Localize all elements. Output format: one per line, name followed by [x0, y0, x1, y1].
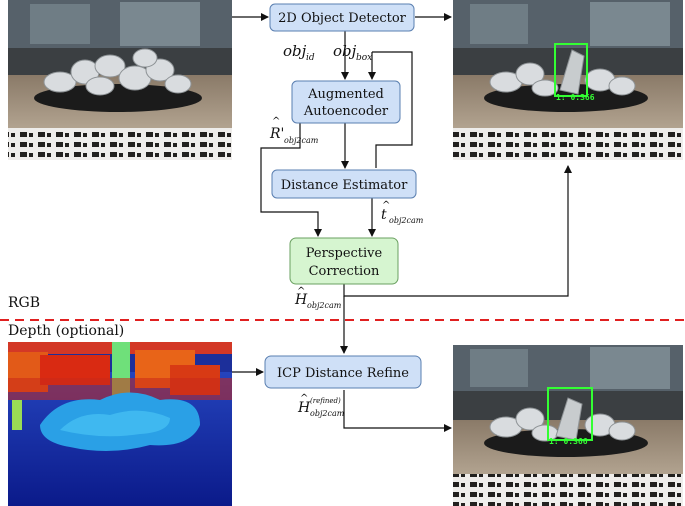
label-translation: ^ t obj2cam — [381, 200, 424, 225]
refined-pose-hat: ^ — [300, 393, 308, 404]
depth-label: Depth (optional) — [8, 323, 124, 339]
rgb-output-image: 1: 0.366 — [453, 0, 683, 160]
depth-input-image — [8, 342, 232, 506]
pose-base: H — [294, 292, 308, 308]
label-obj-id: obj id — [283, 42, 315, 63]
node-icp-label: ICP Distance Refine — [277, 366, 409, 381]
rotation-sub: obj2cam — [284, 136, 319, 145]
refined-pose-sup: (refined) — [310, 397, 341, 405]
rgb-label: RGB — [8, 295, 40, 311]
node-distance-estimator-label: Distance Estimator — [281, 178, 408, 193]
node-autoencoder-label-2: Autoencoder — [303, 104, 389, 119]
label-rotation: ^ R' obj2cam — [269, 116, 319, 145]
obj-id-base: obj — [283, 42, 307, 60]
detection-box — [554, 43, 588, 97]
node-distance-estimator: Distance Estimator — [271, 169, 417, 199]
node-icp-refine: ICP Distance Refine — [264, 355, 422, 389]
obj-box-sub: box — [356, 53, 372, 63]
obj-box-base: obj — [333, 42, 357, 60]
translation-sub: obj2cam — [389, 216, 424, 225]
node-perspective-label-1: Perspective — [306, 246, 383, 261]
edge-icp-to-output — [343, 390, 452, 432]
translation-hat: ^ — [382, 200, 390, 211]
pose-hat: ^ — [297, 286, 305, 297]
node-autoencoder-label-1: Augmented — [307, 87, 384, 102]
edge-pose-to-output — [343, 165, 572, 297]
label-refined-pose: ^ H (refined) obj2cam — [297, 393, 345, 418]
node-object-detector-label: 2D Object Detector — [278, 11, 407, 26]
refined-output-image: 1: 0.366 — [453, 345, 683, 506]
refined-detection-score: 1: 0.366 — [549, 437, 588, 446]
label-pose: ^ H obj2cam — [294, 286, 342, 310]
refined-pose-sub: obj2cam — [310, 409, 345, 418]
detection-score: 1: 0.366 — [556, 93, 595, 102]
node-augmented-autoencoder: Augmented Autoencoder — [291, 80, 401, 124]
label-obj-box: obj box — [333, 42, 372, 63]
rotation-base: R' — [269, 126, 284, 142]
rotation-hat: ^ — [272, 116, 280, 127]
refined-pose-base: H — [297, 400, 311, 416]
rgb-input-image — [8, 0, 232, 160]
pose-sub: obj2cam — [307, 301, 342, 310]
node-perspective-label-2: Correction — [309, 264, 380, 279]
refined-detection-box — [547, 387, 593, 441]
node-object-detector: 2D Object Detector — [269, 3, 415, 32]
edge-rotation-to-perspective — [260, 123, 322, 237]
translation-base: t — [381, 207, 387, 223]
node-perspective-correction: Perspective Correction — [289, 237, 399, 285]
obj-id-sub: id — [306, 53, 315, 63]
edge-obj-box — [372, 51, 413, 168]
